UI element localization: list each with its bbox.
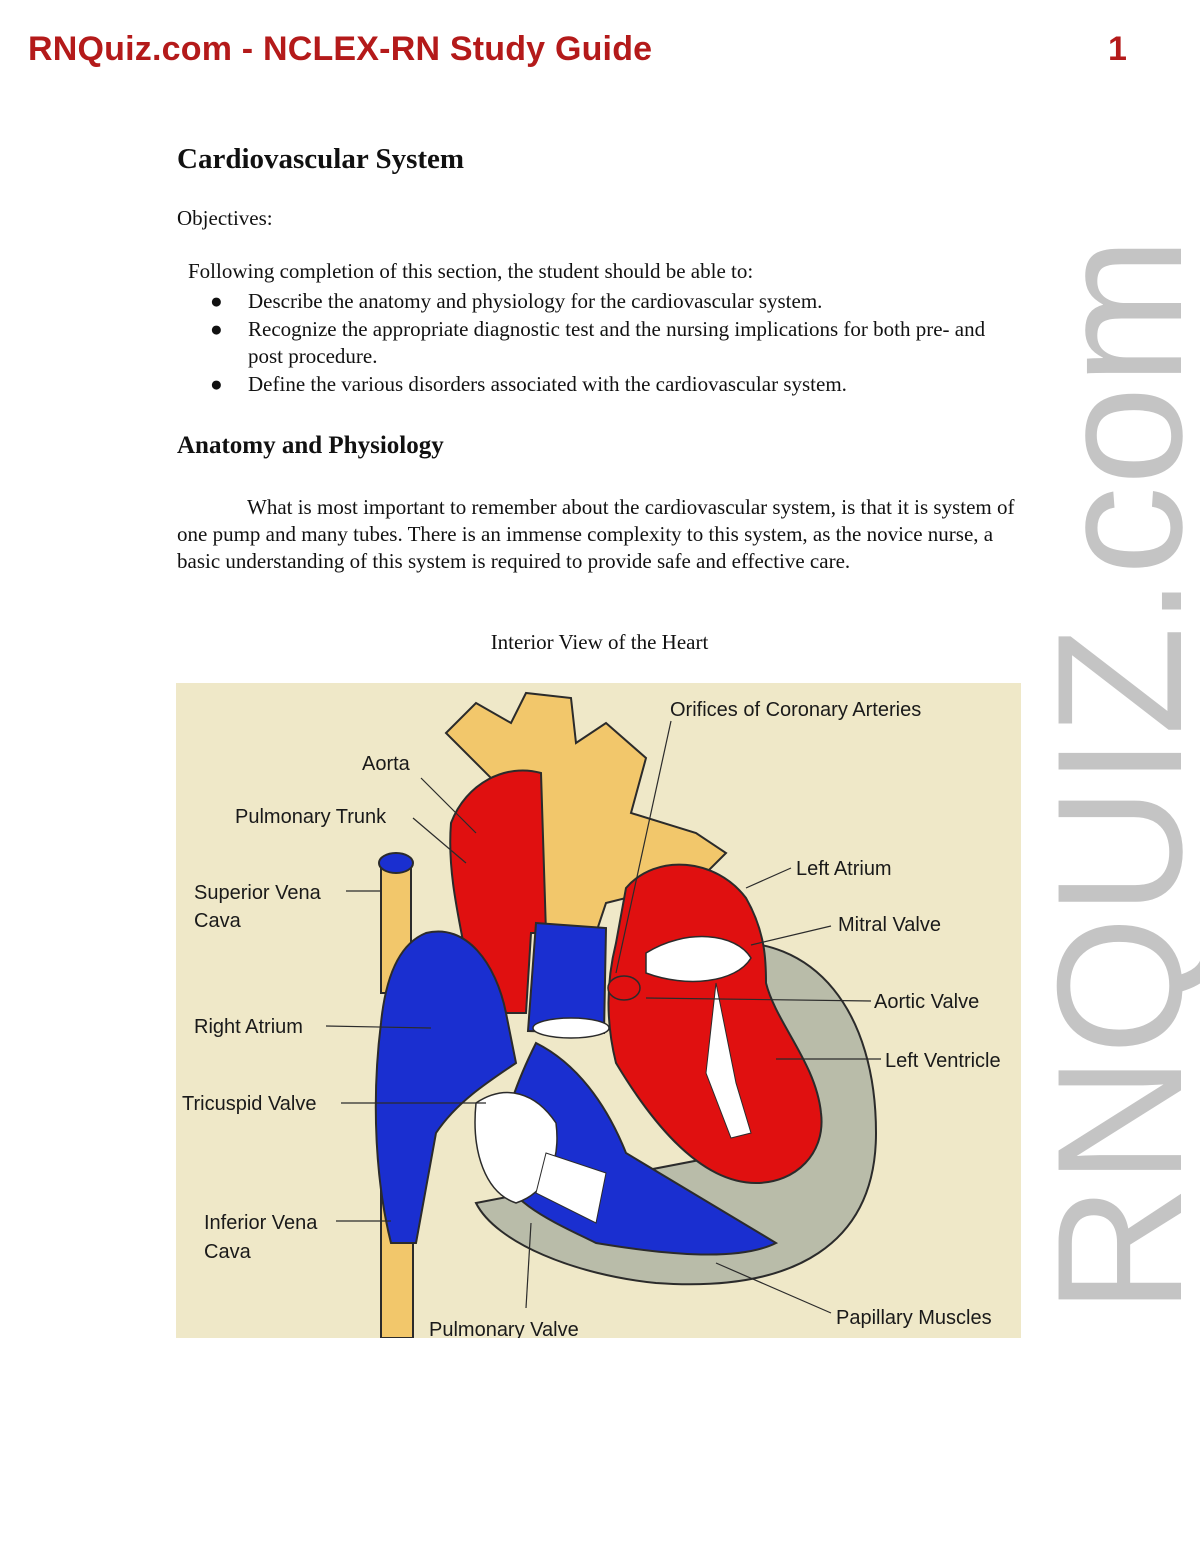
label-aortic-valve: Aortic Valve <box>874 991 979 1013</box>
objectives-list: ● Describe the anatomy and physiology for… <box>210 288 1010 399</box>
coronary-orifice-shape <box>607 975 641 1001</box>
label-inferior-vena-cava-2: Cava <box>204 1241 252 1263</box>
pulmonary-outflow-shape <box>526 921 608 1035</box>
label-left-atrium: Left Atrium <box>796 858 892 880</box>
objective-text: Recognize the appropriate diagnostic tes… <box>248 317 986 368</box>
aortic-valve-shape <box>532 1017 610 1039</box>
objectives-label: Objectives: <box>177 206 273 230</box>
figure-caption: Interior View of the Heart <box>490 630 709 654</box>
papillary-muscle-shape <box>705 982 752 1139</box>
objective-text: Define the various disorders associated … <box>248 372 847 396</box>
page-number: 1 <box>1108 30 1127 68</box>
label-superior-vena-cava: Superior Vena <box>194 882 322 904</box>
subsection-heading: Anatomy and Physiology <box>177 432 444 459</box>
leader-lines <box>325 720 881 1314</box>
section-heading: Cardiovascular System <box>177 143 465 175</box>
label-pulmonary-trunk: Pulmonary Trunk <box>235 806 387 828</box>
list-item: ● Describe the anatomy and physiology for… <box>210 288 1010 315</box>
objectives-intro: Following completion of this section, th… <box>188 259 754 283</box>
bullet-icon: ● <box>210 289 223 313</box>
page-header-title: RNQuiz.com - NCLEX-RN Study Guide <box>28 30 653 68</box>
label-left-ventricle: Left Ventricle <box>885 1050 1001 1072</box>
label-tricuspid-valve: Tricuspid Valve <box>182 1093 317 1115</box>
label-pulmonary-valve: Pulmonary Valve <box>429 1319 579 1338</box>
right-atrium-shape <box>374 930 518 1244</box>
objective-text: Describe the anatomy and physiology for … <box>248 289 823 313</box>
label-mitral-valve: Mitral Valve <box>838 914 941 936</box>
papillary-muscle-shape <box>535 1152 607 1224</box>
label-superior-vena-cava-2: Cava <box>194 910 242 932</box>
label-papillary-muscles: Papillary Muscles <box>836 1307 992 1329</box>
list-item: ● Recognize the appropriate diagnostic te… <box>210 316 1010 370</box>
mitral-valve-shape <box>645 935 752 983</box>
watermark: RNQUIZ.com <box>1020 236 1200 1314</box>
heart-diagram: Aorta Pulmonary Trunk Superior Vena Cava… <box>176 683 1021 1338</box>
bullet-icon: ● <box>210 317 223 341</box>
label-right-atrium: Right Atrium <box>194 1016 303 1038</box>
superior-vena-cava-opening <box>378 852 414 874</box>
body-paragraph: What is most important to remember about… <box>177 495 1015 573</box>
label-orifices-coronary-arteries: Orifices of Coronary Arteries <box>670 699 921 721</box>
bullet-icon: ● <box>210 372 223 396</box>
list-item: ● Define the various disorders associated… <box>210 371 1010 398</box>
label-aorta: Aorta <box>362 753 411 775</box>
label-inferior-vena-cava: Inferior Vena <box>204 1212 318 1234</box>
